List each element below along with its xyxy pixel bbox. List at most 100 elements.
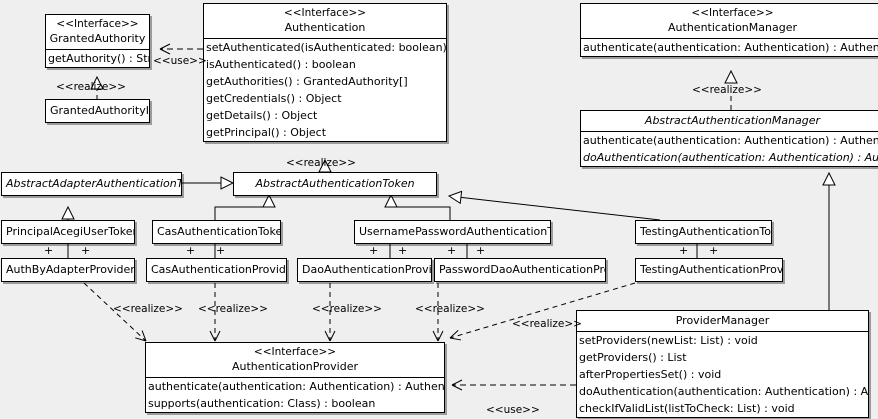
class-header: TestingAuthenticationToken [636, 221, 771, 243]
class-authentication-manager[interactable]: <<Interface>> AuthenticationManager auth… [580, 3, 878, 57]
method-item: getAuthorities() : GrantedAuthority[] [206, 75, 408, 88]
class-header: DaoAuthenticationProvider [298, 259, 431, 281]
method-item: checkIfValidList(listToCheck: List) : vo… [579, 402, 795, 415]
class-name: GrantedAuthority [49, 32, 146, 45]
class-name: AuthByAdapterProvider [6, 263, 135, 276]
class-name: PasswordDaoAuthenticationProvider [439, 263, 605, 276]
method-item: authenticate(authentication: Authenticat… [583, 134, 878, 147]
label-realize-abstract-authentication-manager: <<realize>> [692, 84, 762, 96]
assoc-plus: + [709, 244, 719, 257]
method-item: doAuthentication(authentication: Authent… [583, 151, 878, 164]
class-header: AbstractAuthenticationManager [581, 111, 878, 131]
class-header: <<Interface>> Authentication [204, 4, 446, 38]
method-item: getAuthority() : String [48, 52, 149, 65]
compartment-divider [577, 331, 868, 332]
method-item: getDetails() : Object [206, 109, 318, 122]
compartment-divider [204, 38, 446, 39]
methods-compartment: setAuthenticated(isAuthenticated: boolea… [204, 39, 446, 141]
class-abstract-authentication-manager[interactable]: AbstractAuthenticationManager authentica… [580, 110, 878, 167]
class-name: CasAuthenticationToken [157, 225, 281, 238]
class-name: AuthenticationProvider [231, 360, 359, 373]
class-auth-by-adapter-provider[interactable]: AuthByAdapterProvider [1, 258, 135, 282]
class-header: <<Interface>> GrantedAuthority [46, 15, 149, 49]
method-item: getPrincipal() : Object [206, 126, 327, 139]
class-granted-authority-impl[interactable]: GrantedAuthorityImpl [45, 99, 150, 123]
assoc-plus: + [44, 244, 54, 257]
methods-compartment: authenticate(authentication: Authenticat… [146, 378, 444, 412]
label-use-provider-manager: <<use>> [486, 404, 540, 416]
assoc-plus: + [476, 244, 486, 257]
method-item: doAuthentication(authentication: Authent… [579, 385, 869, 398]
assoc-plus: + [369, 244, 379, 257]
class-stereotype: <<Interface>> [253, 346, 337, 358]
label-realize-granted-authority-impl: <<realize>> [56, 81, 126, 93]
class-header: ProviderManager [577, 311, 868, 331]
class-header: AbstractAdapterAuthenticationToken [2, 173, 181, 195]
label-realize-abstract-authentication-token: <<realize>> [286, 157, 356, 169]
class-header: GrantedAuthorityImpl [46, 100, 149, 122]
class-name: PrincipalAcegiUserToken [6, 225, 135, 238]
class-header: AbstractAuthenticationToken [234, 173, 436, 195]
method-item: authenticate(authentication: Authenticat… [148, 380, 445, 393]
class-header: CasAuthenticationToken [153, 221, 280, 243]
assoc-plus: + [186, 244, 196, 257]
class-header: PrincipalAcegiUserToken [2, 221, 134, 243]
class-name: CasAuthenticationProvider [151, 263, 287, 276]
class-cas-authentication-provider[interactable]: CasAuthenticationProvider [146, 258, 287, 282]
assoc-plus: + [679, 244, 689, 257]
class-name: AbstractAuthenticationToken [255, 177, 415, 190]
method-item: afterPropertiesSet() : void [579, 368, 722, 381]
method-item: getCredentials() : Object [206, 92, 342, 105]
class-name: GrantedAuthorityImpl [50, 104, 149, 117]
class-name: UsernamePasswordAuthenticationToken [359, 225, 550, 238]
class-name: ProviderManager [675, 314, 770, 327]
class-stereotype: <<Interface>> [56, 18, 139, 30]
method-item: setAuthenticated(isAuthenticated: boolea… [206, 41, 447, 54]
class-granted-authority[interactable]: <<Interface>> GrantedAuthority getAuthor… [45, 14, 150, 68]
class-stereotype: <<Interface>> [283, 7, 367, 19]
class-authentication-provider[interactable]: <<Interface>> AuthenticationProvider aut… [145, 342, 445, 413]
class-password-dao-authentication-provider[interactable]: PasswordDaoAuthenticationProvider [434, 258, 606, 282]
class-stereotype: <<Interface>> [691, 7, 774, 19]
class-testing-authentication-token[interactable]: TestingAuthenticationToken [635, 220, 772, 244]
class-abstract-adapter-authentication-token[interactable]: AbstractAdapterAuthenticationToken [1, 172, 182, 196]
methods-compartment: authenticate(authentication: Authenticat… [581, 39, 878, 56]
class-name: TestingAuthenticationProvider [640, 263, 783, 276]
class-header: TestingAuthenticationProvider [636, 259, 782, 281]
compartment-divider [46, 49, 149, 50]
method-item: isAuthenticated() : boolean [206, 58, 356, 71]
class-header: <<Interface>> AuthenticationManager [581, 4, 878, 38]
class-cas-authentication-token[interactable]: CasAuthenticationToken [152, 220, 281, 244]
methods-compartment: authenticate(authentication: Authenticat… [581, 132, 878, 166]
compartment-divider [146, 377, 444, 378]
label-realize-auth-by-adapter-provider: <<realize>> [113, 303, 183, 315]
class-testing-authentication-provider[interactable]: TestingAuthenticationProvider [635, 258, 783, 282]
class-header: CasAuthenticationProvider [147, 259, 286, 281]
assoc-plus: + [81, 244, 91, 257]
class-name: AuthenticationManager [668, 21, 797, 34]
class-abstract-authentication-token[interactable]: AbstractAuthenticationToken [233, 172, 437, 196]
class-username-password-authentication-token[interactable]: UsernamePasswordAuthenticationToken [354, 220, 551, 244]
method-item: supports(authentication: Class) : boolea… [148, 397, 376, 410]
class-authentication[interactable]: <<Interface>> Authentication setAuthenti… [203, 3, 447, 142]
class-provider-manager[interactable]: ProviderManager setProviders(newList: Li… [576, 310, 869, 418]
class-name: AbstractAuthenticationManager [644, 114, 821, 127]
assoc-plus: + [447, 244, 457, 257]
class-dao-authentication-provider[interactable]: DaoAuthenticationProvider [297, 258, 432, 282]
class-principal-acegi-user-token[interactable]: PrincipalAcegiUserToken [1, 220, 135, 244]
class-header: AuthByAdapterProvider [2, 259, 134, 281]
method-item: authenticate(authentication: Authenticat… [583, 41, 878, 54]
class-name: TestingAuthenticationToken [640, 225, 772, 238]
methods-compartment: getAuthority() : String [46, 50, 149, 67]
class-header: PasswordDaoAuthenticationProvider [435, 259, 605, 281]
assoc-plus: + [398, 244, 408, 257]
compartment-divider [581, 38, 878, 39]
class-name: DaoAuthenticationProvider [302, 263, 432, 276]
label-realize-password-dao-authentication-provider: <<realize>> [415, 303, 485, 315]
method-item: getProviders() : List [579, 351, 687, 364]
class-header: UsernamePasswordAuthenticationToken [355, 221, 550, 243]
class-header: <<Interface>> AuthenticationProvider [146, 343, 444, 377]
class-name: Authentication [284, 21, 366, 34]
class-name: AbstractAdapterAuthenticationToken [6, 177, 182, 190]
